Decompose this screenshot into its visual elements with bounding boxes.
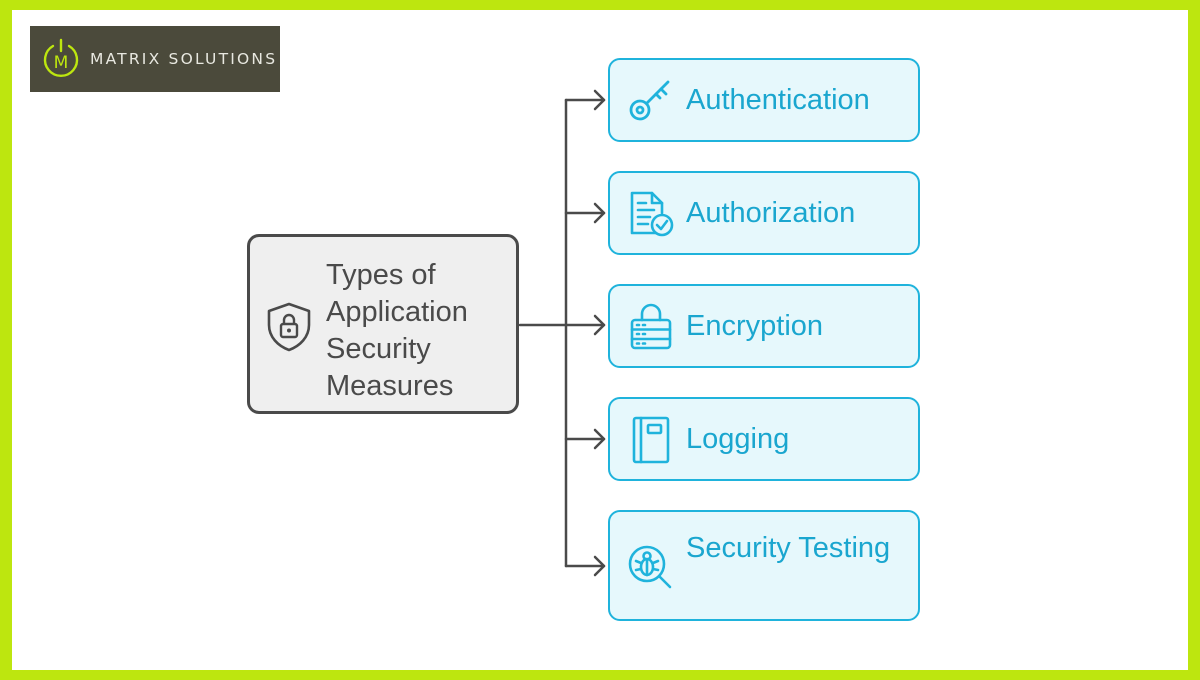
arrowhead-authentication xyxy=(593,89,606,111)
branch-authorization: Authorization xyxy=(608,171,920,255)
power-m-logo-icon: M xyxy=(43,38,79,78)
branch-encryption: Encryption xyxy=(608,284,920,368)
branch-security-testing: Security Testing xyxy=(608,510,920,621)
arrowhead-logging xyxy=(593,428,606,450)
document-check-icon xyxy=(630,191,674,237)
lock-server-icon xyxy=(630,303,672,350)
shield-lock-icon xyxy=(267,302,311,352)
branch-authentication: Authentication xyxy=(608,58,920,142)
branch-label-encryption: Encryption xyxy=(686,310,824,342)
logbook-icon xyxy=(632,416,670,464)
branch-label-authentication: Authentication xyxy=(686,84,870,116)
branch-logging: Logging xyxy=(608,397,920,481)
center-node: Types of Application Security Measures xyxy=(247,234,519,414)
bug-search-icon xyxy=(628,545,672,589)
arrowhead-encryption xyxy=(593,314,606,336)
matrix-solutions-logo: M MATRIX SOLUTIONS xyxy=(30,26,280,92)
arrowhead-security-testing xyxy=(593,555,606,577)
key-icon xyxy=(629,80,670,121)
branch-label-logging: Logging xyxy=(686,423,790,455)
center-title: Types of Application Security Measures xyxy=(326,259,468,402)
branch-label-security-testing: Security Testing xyxy=(686,532,891,564)
branch-label-authorization: Authorization xyxy=(686,197,856,229)
arrowhead-authorization xyxy=(593,202,606,224)
logo-text: MATRIX SOLUTIONS xyxy=(90,50,278,68)
diagram-canvas xyxy=(12,10,1188,670)
logo-mark-letter: M xyxy=(54,53,69,73)
